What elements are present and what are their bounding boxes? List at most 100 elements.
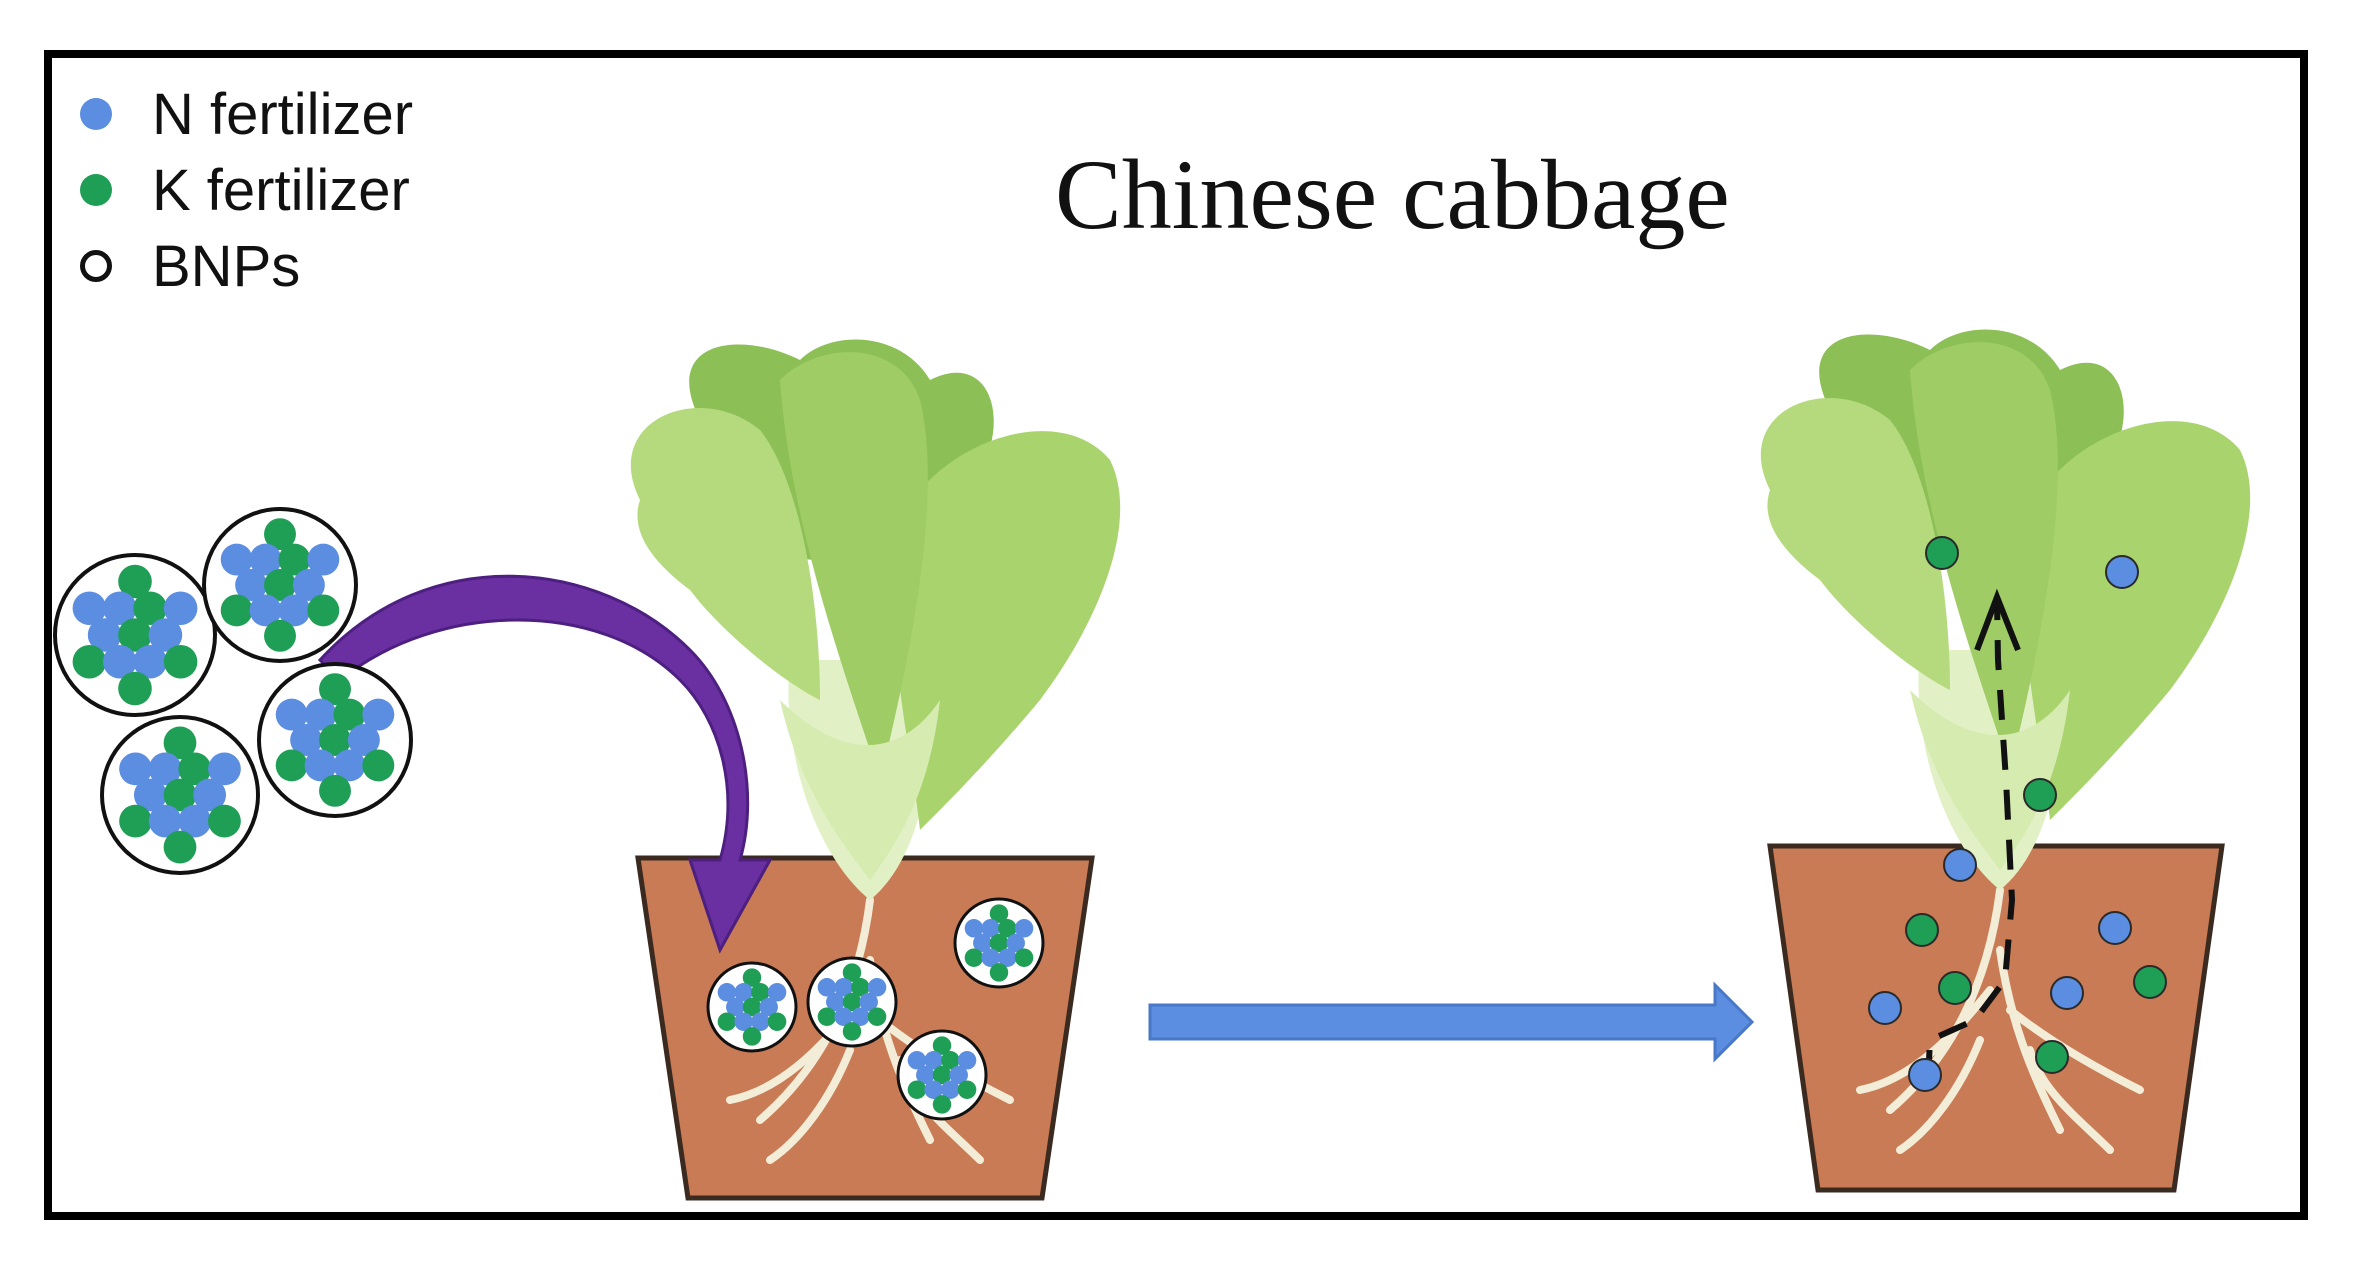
k-fertilizer-dot (998, 919, 1017, 938)
blue-dot-icon (80, 98, 112, 130)
k-fertilizer-dot (307, 594, 340, 627)
k-fertilizer-dot (264, 619, 296, 652)
n-fertilizer-dot (767, 983, 787, 1002)
k-fertilizer-dot (1925, 536, 1959, 570)
legend-label-k-fertilizer: K fertilizer (152, 158, 410, 223)
n-fertilizer-dot (290, 724, 323, 756)
n-fertilizer-dot (249, 543, 282, 576)
k-fertilizer-dot (767, 1012, 787, 1031)
k-fertilizer-dot (362, 749, 395, 782)
green-dot-icon (80, 174, 112, 206)
n-fertilizer-dot (193, 778, 227, 812)
n-fertilizer-dot (72, 591, 107, 626)
left-leaf-base (780, 700, 940, 880)
n-fertilizer-dot (1908, 1058, 1942, 1092)
k-fertilizer-dot (1905, 913, 1939, 947)
k-fertilizer-dot (907, 1080, 927, 1099)
n-fertilizer-dot (973, 933, 992, 953)
n-fertilizer-dot (148, 752, 182, 786)
n-fertilizer-dot (2050, 976, 2084, 1010)
curved-transfer-arrow (317, 574, 773, 954)
n-fertilizer-dot (304, 749, 337, 782)
bnp-particles (53, 507, 1045, 1121)
n-fertilizer-dot (178, 804, 212, 838)
bnp-cluster-large (202, 507, 358, 663)
left-leaf-center (780, 352, 928, 780)
k-fertilizer-dot (842, 963, 862, 982)
n-fertilizer-dot (916, 1065, 935, 1085)
bnp-cluster-large (100, 715, 260, 875)
n-fertilizer-dot (941, 1080, 960, 1099)
left-leaf-left (630, 407, 820, 700)
n-fertilizer-dot (235, 569, 268, 601)
k-fertilizer-dot (275, 749, 308, 782)
k-fertilizer-dot (957, 1080, 977, 1099)
n-fertilizer-dot (998, 948, 1017, 967)
k-fertilizer-dot (1938, 971, 1972, 1005)
n-fertilizer-dot (208, 752, 241, 786)
n-fertilizer-dot (826, 992, 845, 1012)
n-fertilizer-dot (964, 919, 984, 938)
k-fertilizer-dot (2035, 1040, 2069, 1074)
uptake-arrowhead (1974, 588, 2021, 652)
k-fertilizer-dot (842, 1022, 862, 1041)
k-fertilizer-dot (163, 726, 197, 760)
n-fertilizer-dot (867, 978, 887, 997)
n-fertilizer-dot (103, 591, 137, 626)
k-fertilizer-dot (72, 644, 107, 679)
bnp-cluster-large (53, 553, 217, 717)
right-leaf-right (2023, 421, 2251, 820)
k-fertilizer-dot (964, 948, 984, 967)
n-fertilizer-dot (949, 1065, 968, 1085)
n-fertilizer-dot (859, 992, 878, 1012)
k-fertilizer-dot (118, 618, 152, 652)
k-fertilizer-dot (989, 933, 1009, 953)
n-fertilizer-dot (333, 749, 366, 782)
right-roots (1856, 886, 2144, 1154)
n-fertilizer-dot (834, 1007, 853, 1026)
n-fertilizer-dot (817, 978, 837, 997)
k-fertilizer-dot (842, 992, 862, 1012)
n-fertilizer-dot (981, 948, 1000, 967)
k-fertilizer-dot (319, 673, 351, 706)
n-fertilizer-dot (292, 569, 325, 601)
bnp-cluster-in-soil (953, 897, 1045, 989)
right-leaf-base (1910, 690, 2070, 870)
k-fertilizer-dot (178, 752, 212, 786)
n-fertilizer-dot (163, 591, 198, 626)
k-fertilizer-dot (2133, 965, 2167, 999)
k-fertilizer-dot (742, 997, 762, 1017)
n-fertilizer-dot (1868, 991, 1902, 1025)
n-fertilizer-dot (851, 1007, 870, 1026)
k-fertilizer-dot (118, 671, 152, 706)
k-fertilizer-dot (319, 724, 351, 756)
k-fertilizer-dot (264, 518, 296, 551)
k-fertilizer-dot (220, 594, 253, 627)
n-fertilizer-dot (1943, 848, 1977, 882)
n-fertilizer-dot (734, 1012, 753, 1031)
n-fertilizer-dot (759, 997, 778, 1017)
right-leaf-left (1760, 397, 1950, 690)
k-fertilizer-dot (989, 904, 1009, 923)
k-fertilizer-dot (817, 1007, 837, 1026)
k-fertilizer-dot (333, 698, 366, 731)
n-fertilizer-dot (347, 724, 380, 756)
n-fertilizer-dot (834, 978, 853, 997)
k-fertilizer-dot (1014, 948, 1034, 967)
uptake-path-arrow (1925, 599, 2016, 1081)
n-fertilizer-dot (717, 983, 737, 1002)
k-fertilizer-dot (851, 978, 870, 997)
k-fertilizer-dot (118, 564, 152, 599)
n-fertilizer-dot (148, 618, 183, 652)
n-fertilizer-dot (249, 594, 282, 627)
n-fertilizer-dot (220, 543, 253, 576)
bnp-cluster-in-soil (706, 961, 798, 1053)
bnp-cluster-in-soil (806, 956, 898, 1048)
n-fertilizer-dot (148, 804, 182, 838)
k-fertilizer-dot (133, 591, 167, 626)
n-fertilizer-dot (957, 1051, 977, 1070)
right-leaf-center (1910, 342, 2058, 770)
k-fertilizer-dot (932, 1065, 952, 1085)
n-fertilizer-dot (275, 698, 308, 731)
